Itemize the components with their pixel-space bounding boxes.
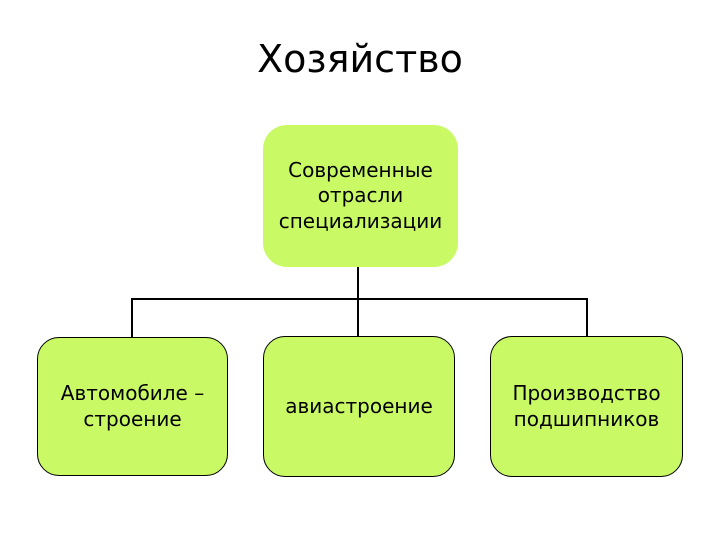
node-label: Производство подшипников bbox=[512, 380, 661, 431]
connector-vertical-right bbox=[586, 298, 588, 338]
node-label: Автомобиле – строение bbox=[60, 380, 205, 431]
node-label: Современные отрасли специализации bbox=[278, 157, 443, 233]
connector-horizontal-rail bbox=[131, 298, 588, 300]
slide-title: Хозяйство bbox=[257, 37, 463, 81]
node-label: авиастроение bbox=[285, 393, 433, 418]
diagram-node-automobile: Автомобиле – строение bbox=[37, 337, 228, 476]
diagram-node-bearings: Производство подшипников bbox=[490, 336, 683, 477]
connector-vertical-center bbox=[357, 266, 359, 337]
diagram-node-root: Современные отрасли специализации bbox=[263, 125, 458, 267]
connector-vertical-left bbox=[131, 298, 133, 338]
diagram-node-aviation: авиастроение bbox=[263, 336, 455, 477]
